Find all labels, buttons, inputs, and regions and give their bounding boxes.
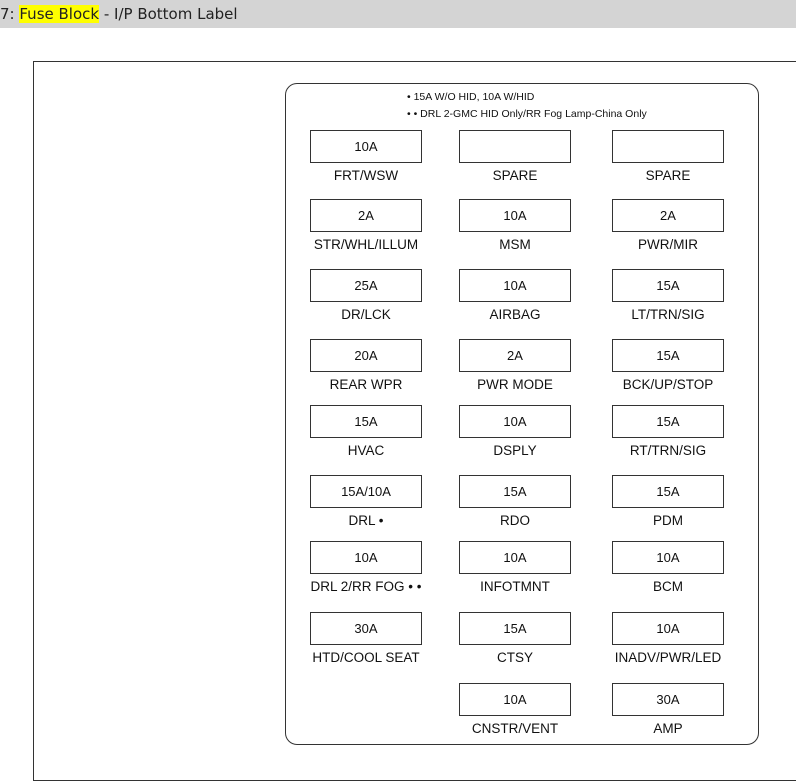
- fuse-rating-box: [612, 130, 724, 163]
- fuse-rating-box: 20A: [310, 339, 422, 372]
- note-line-1: • 15A W/O HID, 10A W/HID: [407, 91, 535, 103]
- title-suffix: - I/P Bottom Label: [99, 5, 238, 23]
- fuse-label: FRT/WSW: [333, 168, 399, 183]
- fuse-label: RDO: [500, 513, 530, 528]
- note-line-2: • • DRL 2-GMC HID Only/RR Fog Lamp-China…: [407, 108, 647, 120]
- fuse-rating-box: [459, 130, 571, 163]
- fuse-rating-box: 30A: [310, 612, 422, 645]
- fuse-rating-box: 10A: [459, 405, 571, 438]
- fuse-rating-box: 10A: [612, 612, 724, 645]
- fuse-label: PDM: [653, 513, 683, 528]
- fuse-label: SPARE: [645, 168, 691, 183]
- fuse-label: HVAC: [347, 443, 385, 458]
- fuse-label: INADV/PWR/LED: [614, 650, 722, 665]
- fuse-label: PWR/MIR: [638, 237, 698, 252]
- fuse-rating-box: 2A: [310, 199, 422, 232]
- fuse-label: INFOTMNT: [480, 579, 550, 594]
- fuse-rating-box: 15A: [310, 405, 422, 438]
- fuse-rating-box: 15A: [612, 475, 724, 508]
- fuse-rating-box: 2A: [459, 339, 571, 372]
- fuse-rating-box: 30A: [612, 683, 724, 716]
- fuse-rating-box: 10A: [310, 130, 422, 163]
- fuse-label: BCM: [653, 579, 683, 594]
- fuse-label: LT/TRN/SIG: [631, 307, 705, 322]
- fuse-rating-box: 10A: [612, 541, 724, 574]
- fuse-label: DR/LCK: [341, 307, 391, 322]
- fuse-label: HTD/COOL SEAT: [312, 650, 420, 665]
- fuse-label: SPARE: [492, 168, 538, 183]
- fuse-label: BCK/UP/STOP: [622, 377, 714, 392]
- fuse-label: DRL •: [348, 513, 384, 528]
- fuse-rating-box: 2A: [612, 199, 724, 232]
- fuse-label: MSM: [499, 237, 531, 252]
- fuse-label: STR/WHL/ILLUM: [313, 237, 419, 252]
- fuse-rating-box: 15A: [459, 612, 571, 645]
- fuse-label: RT/TRN/SIG: [629, 443, 707, 458]
- fuse-rating-box: 15A: [612, 339, 724, 372]
- fuse-label: REAR WPR: [329, 377, 403, 392]
- fuse-label: DRL 2/RR FOG • •: [310, 579, 422, 594]
- fuse-rating-box: 10A: [459, 199, 571, 232]
- title-highlight: Fuse Block: [19, 5, 100, 23]
- fuse-rating-box: 15A: [612, 405, 724, 438]
- fuse-rating-box: 25A: [310, 269, 422, 302]
- fuse-label: CTSY: [496, 650, 533, 665]
- fuse-label: CNSTR/VENT: [471, 721, 559, 736]
- fuse-rating-box: 10A: [459, 541, 571, 574]
- fuse-rating-box: 15A: [459, 475, 571, 508]
- fuse-rating-box: 15A: [612, 269, 724, 302]
- title-bar: 7: Fuse Block - I/P Bottom Label: [0, 0, 796, 28]
- fuse-label: AIRBAG: [489, 307, 541, 322]
- fuse-label: AMP: [653, 721, 683, 736]
- fuse-rating-box: 10A: [310, 541, 422, 574]
- fuse-label: PWR MODE: [477, 377, 553, 392]
- fuse-rating-box: 15A/10A: [310, 475, 422, 508]
- fuse-block-outline: [285, 83, 759, 745]
- fuse-rating-box: 10A: [459, 683, 571, 716]
- title-prefix: 7:: [0, 5, 20, 23]
- fuse-label: DSPLY: [493, 443, 537, 458]
- fuse-rating-box: 10A: [459, 269, 571, 302]
